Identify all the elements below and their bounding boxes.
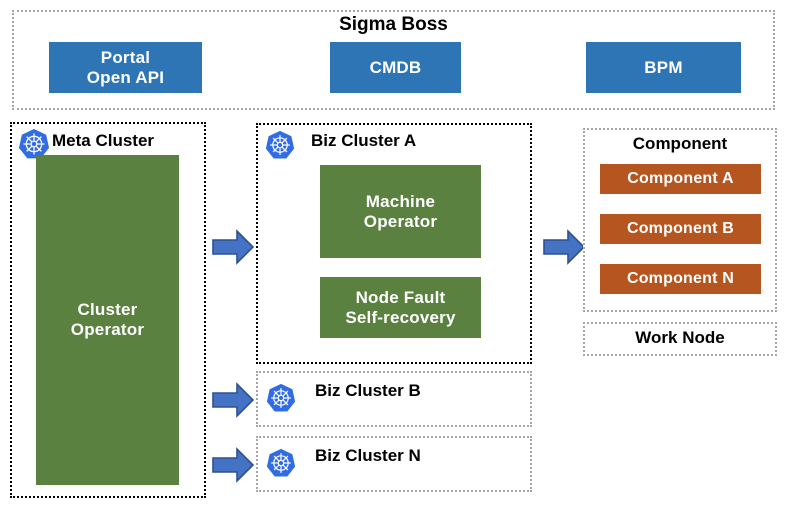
arrow-right-icon <box>543 229 586 265</box>
kubernetes-icon <box>266 383 296 412</box>
biz-cluster-n-group <box>256 436 532 492</box>
meta-cluster-title: Meta Cluster <box>52 131 155 150</box>
workload-cluster-operator[interactable]: Cluster Operator <box>36 155 179 485</box>
workload-label-line1: Machine <box>365 191 436 211</box>
service-label-line1: Portal <box>100 47 151 67</box>
component-label: Component B <box>626 219 735 237</box>
arrow-right-icon <box>212 447 255 483</box>
arrow-right-icon <box>212 382 255 418</box>
biz-cluster-b-group <box>256 371 532 427</box>
workload-label-line2: Self-recovery <box>345 307 456 327</box>
biz-cluster-n-title: Biz Cluster N <box>315 446 421 465</box>
service-cmdb[interactable]: CMDB <box>330 42 461 93</box>
workload-label-line2: Operator <box>70 320 145 339</box>
service-label-line1: CMDB <box>369 57 422 77</box>
biz-cluster-a-title: Biz Cluster A <box>311 131 417 150</box>
kubernetes-icon <box>18 128 50 159</box>
workload-machine-operator[interactable]: Machine Operator <box>320 165 481 258</box>
arrow-right-icon <box>212 229 255 265</box>
work-node-title: Work Node <box>635 328 725 347</box>
work-node-group <box>583 322 777 356</box>
workload-node-fault-self-recovery[interactable]: Node Fault Self-recovery <box>320 277 481 338</box>
workload-label-line2: Operator <box>363 211 438 231</box>
service-label-line2: Open API <box>86 67 165 87</box>
workload-label-line1: Node Fault <box>355 287 446 307</box>
component-n[interactable]: Component N <box>600 264 761 294</box>
component-label: Component N <box>626 269 735 287</box>
component-a[interactable]: Component A <box>600 164 761 194</box>
component-label: Component A <box>627 169 734 187</box>
biz-cluster-b-title: Biz Cluster B <box>315 381 421 400</box>
kubernetes-icon <box>266 448 296 477</box>
kubernetes-icon <box>265 130 295 159</box>
sigma-boss-title: Sigma Boss <box>339 14 448 35</box>
service-portal-open-api[interactable]: Portal Open API <box>49 42 202 93</box>
service-bpm[interactable]: BPM <box>586 42 741 93</box>
component-group-title: Component <box>632 134 728 153</box>
component-b[interactable]: Component B <box>600 214 761 244</box>
workload-label-line1: Cluster <box>77 300 138 320</box>
service-label-line1: BPM <box>644 57 683 77</box>
